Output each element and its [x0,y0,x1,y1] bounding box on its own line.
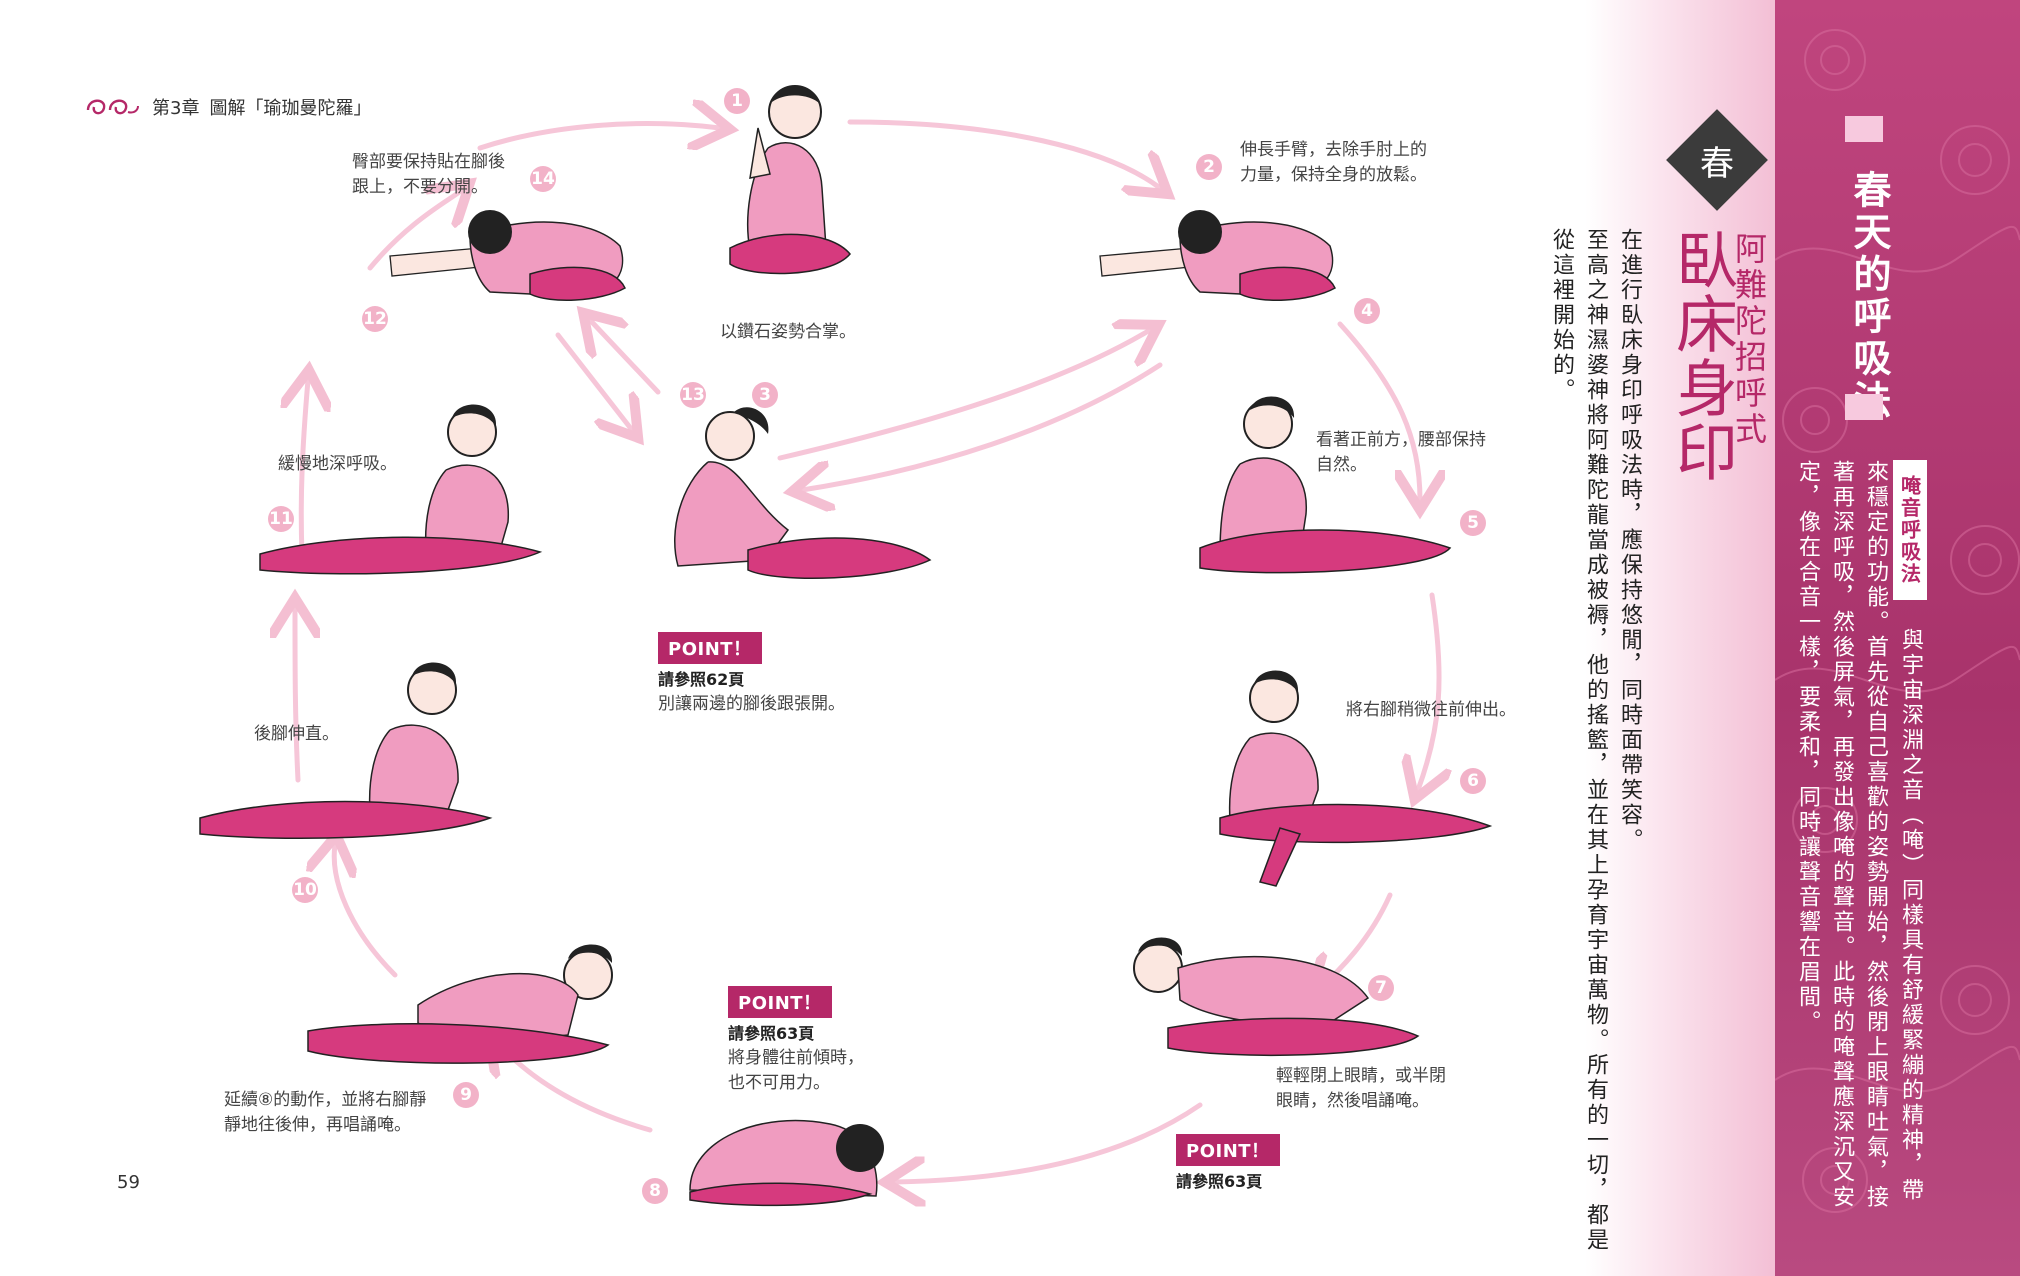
pose-3-13-figure [674,407,932,579]
intro-text: 至高之神濕婆神將阿難陀龍當成被褥，他的搖籃，並在其上孕育宇宙萬物。所有的一切，都… [1583,228,1608,1253]
caption-step-9: 延續⑧的動作，並將右腳靜 靜地往後伸，再唱誦唵。 [224,1090,427,1135]
caption-step-6: 將右腳稍微往前伸出。 [1346,700,1516,720]
pose-2-figure [1099,210,1336,301]
pose-6-figure [1219,670,1493,887]
page-number: 59 [117,1172,140,1193]
season-label: 春 [1700,143,1734,184]
title-bar-bottom [1845,394,1883,420]
chapter-header: 第3章 圖解「瑜珈曼陀羅」 [84,94,371,120]
point-reference: 請參照63頁 [1176,1172,1263,1191]
point-note: 別讓兩邊的腳後跟張開。 [658,694,845,714]
pose-1-figure [729,85,851,275]
pose-9-figure [307,944,613,1064]
floral-pattern-icon [1775,29,2020,1213]
chapter-title: 圖解「瑜珈曼陀羅」 [209,98,372,119]
caption-step-10: 後腳伸直。 [254,724,339,744]
caption-step-5: 看著正前方，腰部保持 自然。 [1316,430,1486,475]
caption-step-2: 伸長手臂，去除手肘上的 力量，保持全身的放鬆。 [1240,140,1427,185]
caption-step-1: 以鑽石姿勢合掌。 [720,322,856,342]
step-number: 10 [292,877,318,903]
chapter-number: 第3章 [152,98,200,119]
step-number: 14 [530,166,556,192]
ornament-icon [86,99,139,115]
point-badge: POINT！ [1176,1134,1280,1166]
step-number: 12 [362,306,388,332]
step-number: 1 [724,88,750,114]
step-number: 5 [1460,510,1486,536]
point-reference: 請參照62頁 [658,670,745,689]
pose-11-figure [259,404,543,575]
point-reference: 請參照63頁 [728,1024,815,1043]
caption-step-7: 輕輕閉上眼睛，或半閉 眼睛，然後唱誦唵。 [1276,1066,1446,1111]
step-number: 13 [680,382,706,408]
caption-step-14: 臀部要保持貼在腳後 跟上，不要分開。 [352,152,505,197]
pose-14-figure [389,210,626,301]
point-badge: POINT！ [728,986,832,1018]
caption-step-11: 緩慢地深呼吸。 [278,454,397,474]
step-number: 8 [642,1178,668,1204]
step-number: 7 [1368,975,1394,1001]
step-number: 3 [752,382,778,408]
step-number: 4 [1354,298,1380,324]
pose-title: 臥床身印 [1665,228,1738,484]
intro-background [1585,0,1775,1276]
intro-text: 從這裡開始的。 [1549,228,1574,403]
sidebar-label: 唵音呼吸法 [1893,460,1927,600]
sidebar-text: 定，像在合音一樣，要柔和，同時讓聲音響在眉間。 [1795,460,1820,1035]
sidebar-band [1775,0,2020,1276]
sidebar-title: 春天的呼吸法 [1847,170,1891,422]
sidebar-text: 與宇宙深淵之音（唵）同樣具有舒緩緊繃的精神，帶 [1898,628,1923,1203]
title-bar-top [1845,116,1883,142]
pose-5-figure [1199,396,1452,574]
step-number: 6 [1460,768,1486,794]
point-badge: POINT！ [658,632,762,664]
sidebar-text: 來穩定的功能。首先從自己喜歡的姿勢開始，然後閉上眼睛吐氣，接 [1863,460,1888,1210]
pose-subtitle: 阿難陀招呼式 [1730,232,1768,448]
pose-10-figure [199,662,493,840]
step-number: 11 [268,506,294,532]
pose-7-figure [1133,937,1420,1057]
pose-8-figure [689,1119,884,1207]
step-number: 9 [453,1082,479,1108]
intro-text: 在進行臥床身印呼吸法時，應保持悠閒，同時面帶笑容。 [1617,228,1642,853]
point-note: 將身體往前傾時， 也不可用力。 [728,1048,864,1093]
step-number: 2 [1196,154,1222,180]
sidebar-text: 著再深呼吸，然後屏氣，再發出像唵的聲音。此時的唵聲應深沉又安 [1829,460,1854,1210]
